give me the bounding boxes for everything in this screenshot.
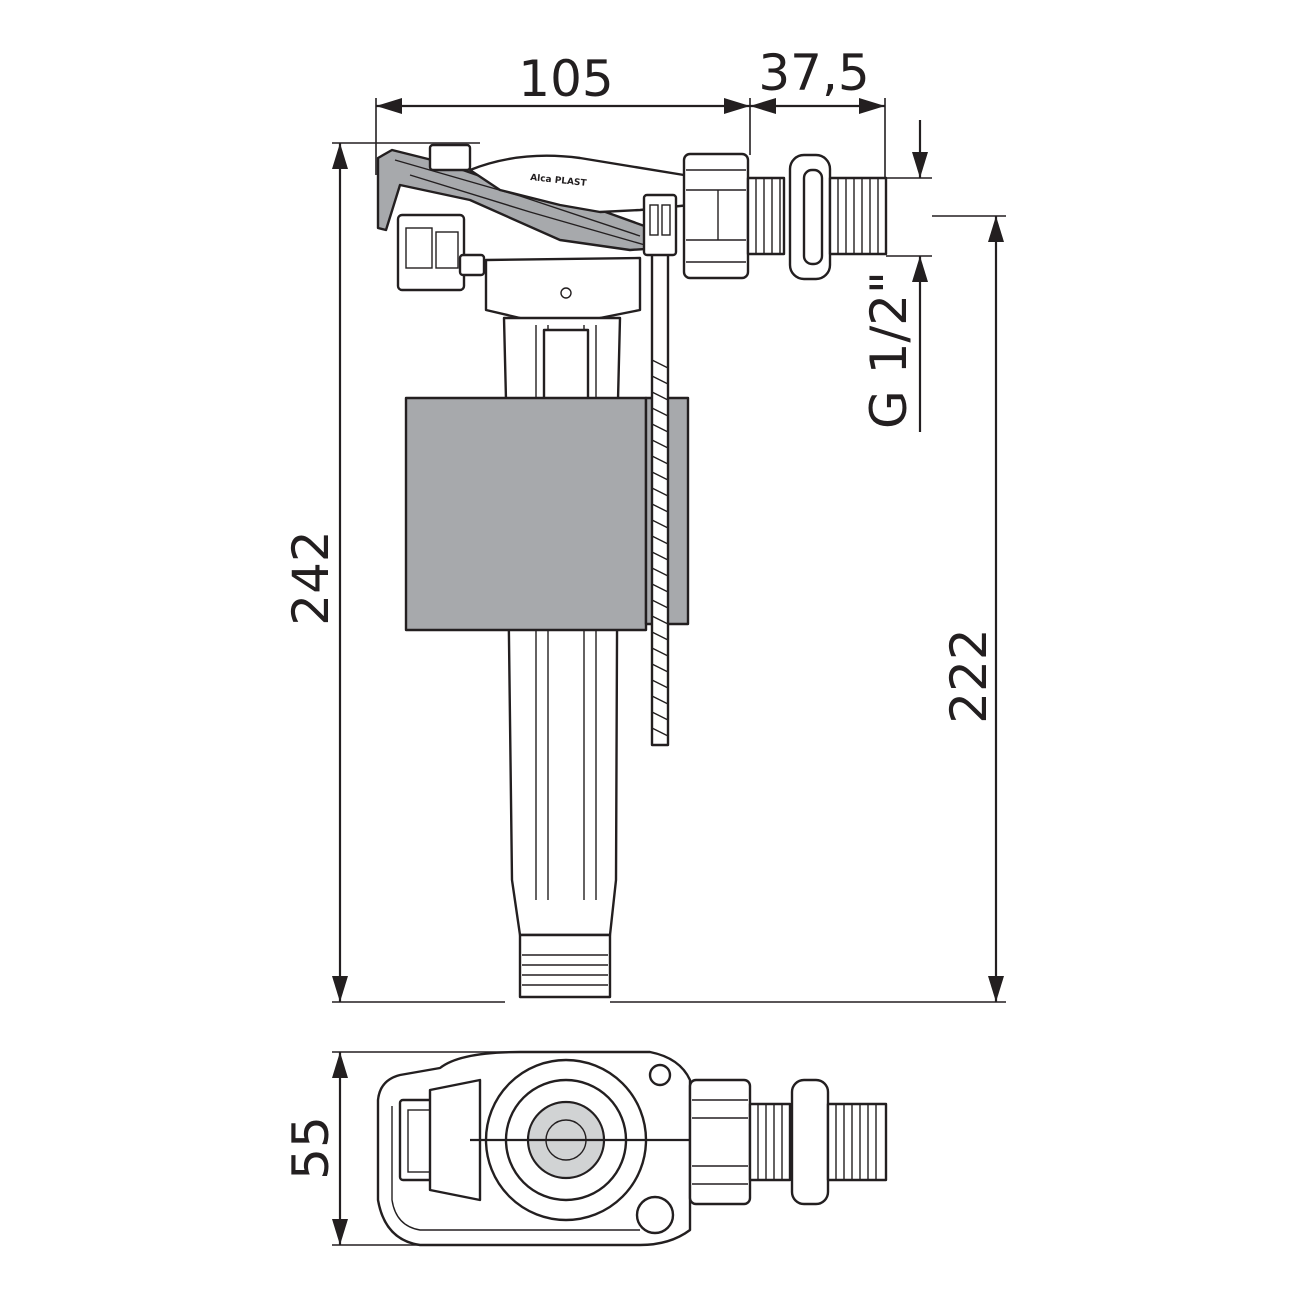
float-cup	[404, 396, 648, 632]
dim-label-242: 242	[282, 530, 340, 625]
threaded-adjustment-rod	[642, 193, 678, 747]
top-view	[376, 1050, 888, 1247]
side-view: Alca PLAST	[376, 143, 888, 999]
inlet-nut	[682, 152, 750, 280]
dim-label-37-5: 37,5	[758, 44, 869, 102]
dim-label-thread: G 1/2"	[860, 271, 918, 429]
inlet-shank	[746, 153, 888, 281]
dimension-lines	[332, 98, 1006, 1246]
dim-label-105: 105	[518, 50, 613, 108]
dim-label-222: 222	[940, 628, 998, 723]
dim-label-55: 55	[282, 1116, 340, 1180]
bottom-connector	[518, 933, 612, 999]
adjustment-clip	[396, 213, 466, 292]
